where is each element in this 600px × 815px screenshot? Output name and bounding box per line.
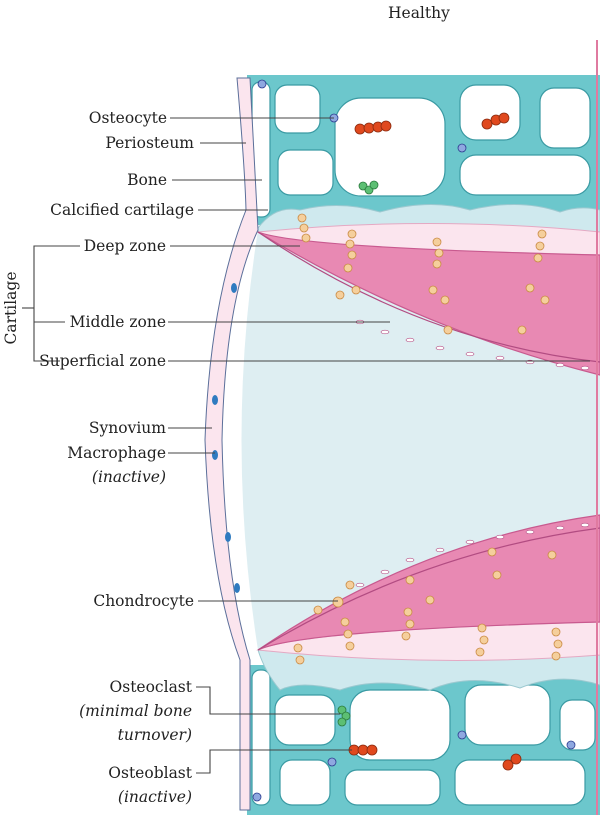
lower-marrow-spaces (251, 669, 596, 806)
label-osteoblast-state: (inactive) (118, 788, 192, 806)
label-osteoclast-state-1: (minimal bone (79, 702, 192, 720)
label-calcified-cartilage: Calcified cartilage (50, 201, 194, 219)
label-macrophage-state: (inactive) (92, 468, 166, 486)
label-middle-zone: Middle zone (70, 313, 166, 331)
label-cartilage: Cartilage (2, 272, 20, 345)
label-periosteum: Periosteum (105, 134, 194, 152)
label-osteocyte: Osteocyte (89, 109, 167, 127)
diagram-title: Healthy (388, 4, 450, 22)
label-osteoclast-state-2: turnover) (118, 726, 192, 744)
lower-superficial-cells (355, 522, 590, 588)
label-superficial-zone: Superficial zone (39, 352, 166, 370)
osteocytes (252, 79, 576, 802)
label-osteoblast: Osteoblast (108, 764, 192, 782)
label-bone: Bone (127, 171, 167, 189)
lower-chondrocytes (293, 547, 563, 665)
label-osteoclast: Osteoclast (110, 678, 193, 696)
upper-middle-zone (257, 231, 600, 376)
lower-middle-zone (257, 514, 600, 651)
lower-superficial-zone (257, 527, 600, 651)
label-deep-zone: Deep zone (84, 237, 166, 255)
upper-chondrocytes (297, 213, 550, 335)
upper-superficial-zone (257, 231, 600, 363)
label-synovium: Synovium (89, 419, 166, 437)
osteoclasts (337, 180, 379, 727)
label-macrophage: Macrophage (67, 444, 166, 462)
label-chondrocyte: Chondrocyte (93, 592, 194, 610)
synovial-cavity (241, 230, 600, 650)
macrophages (212, 283, 240, 593)
leader-lines (22, 117, 590, 774)
osteoblasts (348, 112, 522, 771)
upper-marrow-spaces (251, 81, 591, 218)
